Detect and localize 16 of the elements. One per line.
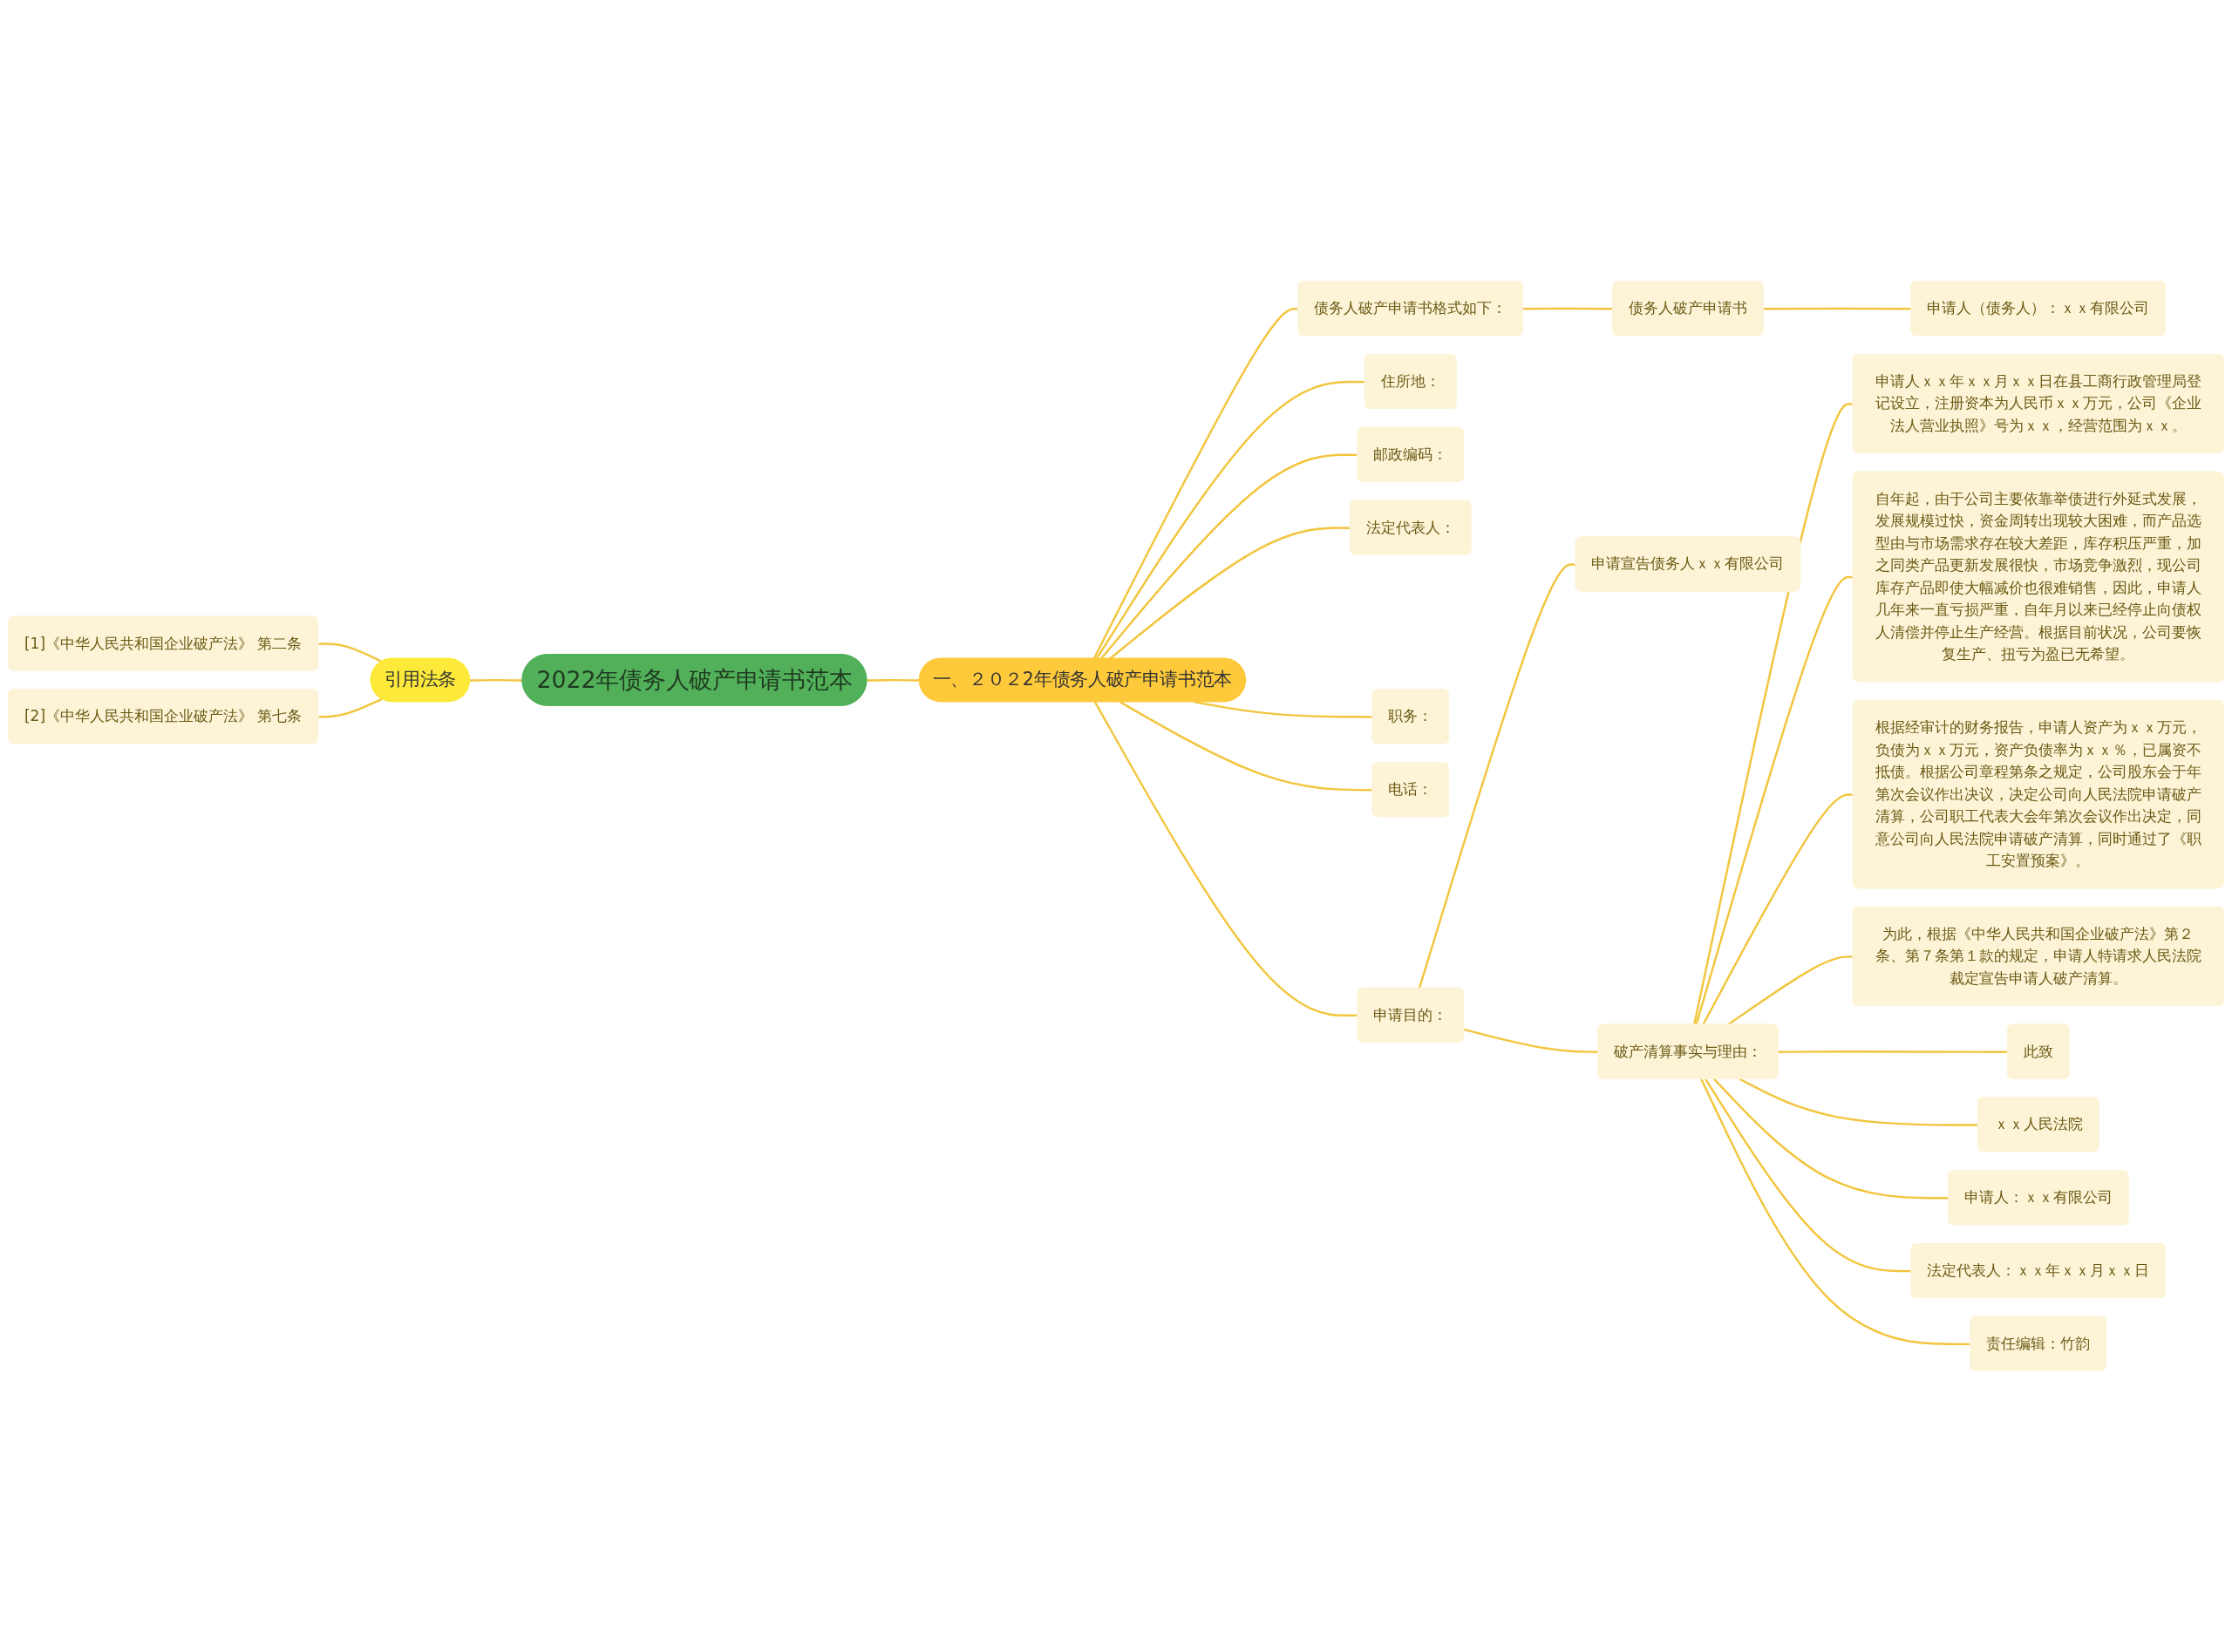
connector — [1702, 793, 1854, 1026]
connector — [1194, 700, 1373, 718]
connector — [1099, 453, 1358, 660]
connector — [318, 642, 383, 663]
connector — [318, 697, 383, 718]
connector — [1692, 403, 1854, 1026]
connector — [1705, 1078, 1912, 1273]
connector — [1418, 563, 1576, 989]
connector — [1119, 701, 1373, 792]
connector — [469, 678, 523, 682]
connector — [1700, 1078, 1971, 1346]
connector — [1763, 307, 1912, 310]
connector — [1092, 308, 1299, 660]
connector — [1726, 955, 1854, 1026]
connector — [1695, 575, 1854, 1026]
connector — [1093, 701, 1358, 1017]
